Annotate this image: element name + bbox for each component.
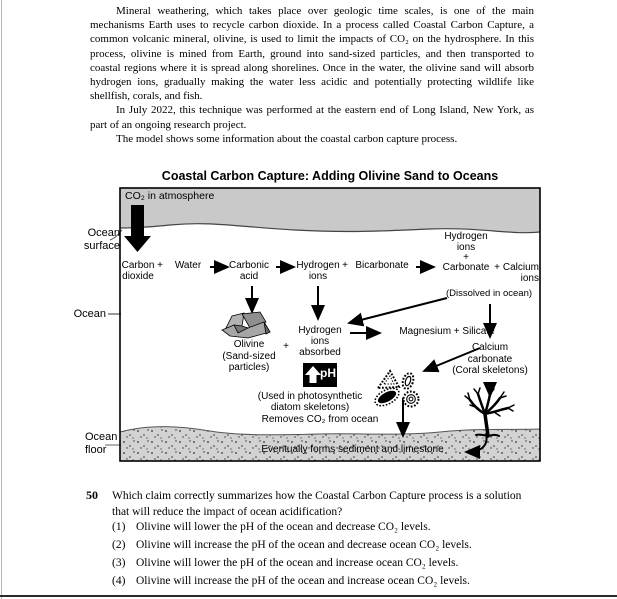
question-text: Which claim correctly summarizes how the…: [112, 490, 522, 518]
bicarbonate-label: Bicarbonate: [355, 260, 409, 271]
reaction-arrows: [210, 260, 497, 459]
answer-option-3: (3) Olivine will lower the pH of the oce…: [112, 557, 572, 575]
atmosphere-band: [120, 188, 540, 233]
page-left-edge: [1, 0, 2, 599]
answer-option-4: (4) Olivine will increase the pH of the …: [112, 575, 572, 593]
ocean-surface-wave: [119, 223, 541, 234]
ph-label: pH: [320, 366, 336, 380]
coastal-carbon-capture-diagram: [105, 187, 541, 462]
option-3-text: Olivine will lower the pH of the ocean a…: [136, 557, 459, 569]
co2-down-arrow: [124, 205, 151, 252]
hydrogen-absorbed-label: Hydrogen ions absorbed: [298, 325, 342, 358]
removes-co2-label: Removes CO₂ from ocean: [261, 414, 379, 425]
plus-sign-3: +: [494, 262, 500, 273]
coral: [464, 387, 515, 438]
option-1-text: Olivine will lower the pH of the ocean a…: [136, 521, 431, 533]
option-4-text: Olivine will increase the pH of the ocea…: [136, 575, 470, 587]
answer-option-2: (2) Olivine will increase the pH of the …: [112, 539, 572, 557]
option-2-text: Olivine will increase the pH of the ocea…: [136, 539, 472, 551]
magnesium-silicate-label: Magnesium + Silicate: [399, 326, 495, 337]
intro-passage: Mineral weathering, which takes place ov…: [90, 4, 534, 146]
plus-sign-2: +: [342, 260, 348, 271]
dissolved-in-ocean-label: (Dissolved in ocean): [445, 288, 533, 299]
plus-sign-1: +: [157, 260, 163, 271]
ph-indicator: [303, 363, 337, 387]
page-bottom-rule: [0, 595, 617, 597]
intro-paragraph-1: Mineral weathering, which takes place ov…: [90, 5, 534, 103]
option-1-number: (1): [112, 521, 126, 533]
carbon-dioxide-label: Carbon dioxide: [121, 260, 155, 282]
calcium-ions-label: Calcium ions: [502, 262, 539, 284]
ocean-floor-line: [119, 426, 541, 436]
ocean-label: Ocean: [73, 308, 106, 320]
calcium-carbonate-label: Calcium carbonate (Coral skeletons): [452, 342, 528, 376]
answer-option-1: (1) Olivine will lower the pH of the oce…: [112, 521, 572, 539]
ocean-floor-label: Ocean floor: [85, 431, 118, 456]
hydrogen-ions-above-label: Hydrogen ions +: [444, 231, 488, 263]
carbonic-acid-label: Carbonic acid: [228, 260, 270, 282]
olivine-label: Olivine (Sand-sized particles): [222, 339, 276, 373]
ocean-surface-label: Ocean surface: [83, 227, 120, 252]
option-3-number: (3): [112, 557, 126, 569]
carbonate-label: Carbonate: [442, 262, 490, 273]
plus-olivine: +: [283, 341, 289, 352]
water-label: Water: [174, 260, 202, 271]
question-number: 50: [86, 488, 98, 502]
diagram-title: Coastal Carbon Capture: Adding Olivine S…: [161, 169, 499, 183]
diagram-border: [119, 187, 541, 462]
olivine-rocks: [221, 311, 271, 339]
hydrogen-ions-label: Hydrogen ions: [296, 260, 340, 282]
diatoms: [374, 369, 420, 408]
sediment-limestone-label: Eventually forms sediment and limestone: [261, 444, 444, 455]
intro-paragraph-3: The model shows some information about t…: [116, 132, 458, 145]
sediment-band: [120, 426, 540, 461]
used-photosynthetic-label: (Used in photosynthetic diatom skeletons…: [257, 391, 363, 413]
surface-connector-line: [109, 229, 123, 241]
option-4-number: (4): [112, 575, 126, 587]
ph-up-arrow: [305, 366, 321, 383]
answer-options: (1) Olivine will lower the pH of the oce…: [112, 521, 572, 593]
co2-atmosphere-label: CO₂ in atmosphere: [125, 190, 215, 202]
option-2-number: (2): [112, 539, 126, 551]
intro-paragraph-2: In July 2022, this technique was perform…: [90, 104, 534, 131]
